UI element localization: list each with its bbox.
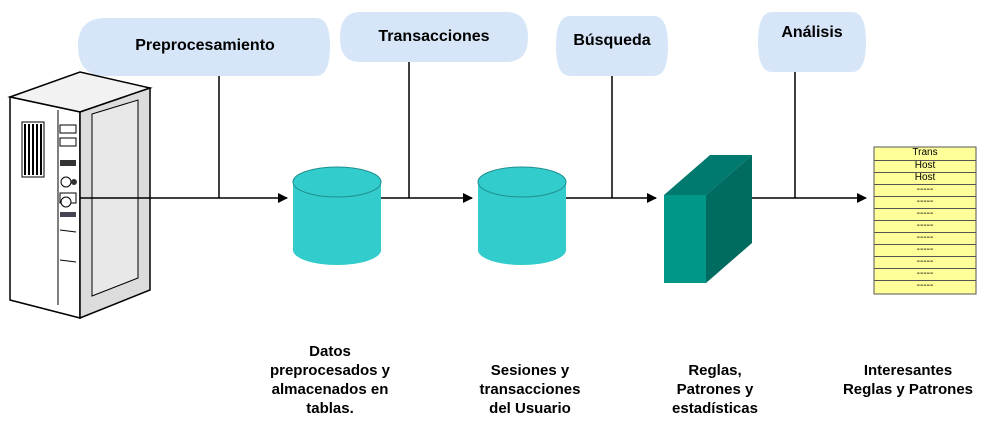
stage-bubble-busqueda <box>556 16 668 76</box>
records-row: ----- <box>874 268 976 280</box>
caption-sesiones-line-3: del Usuario <box>489 400 571 417</box>
caption-reglas-line-3: estadísticas <box>672 400 758 417</box>
caption-reglas-line-1: Reglas, <box>688 362 742 379</box>
stage-label-analisis: Análisis <box>781 24 843 41</box>
caption-sesiones-line-1: Sesiones y <box>490 362 570 379</box>
records-row: ----- <box>874 220 976 232</box>
stage-bubble-transacciones <box>340 12 528 62</box>
stage-label-busqueda: Búsqueda <box>573 32 651 49</box>
records-row: ----- <box>874 184 976 196</box>
records-row: ----- <box>874 196 976 208</box>
records-row: Host <box>874 172 976 184</box>
sesiones-cylinder-icon <box>477 166 567 265</box>
records-row: ----- <box>874 208 976 220</box>
caption-sesiones-line-2: transacciones <box>479 381 581 398</box>
records-row: ----- <box>874 280 976 292</box>
caption-datos-line-3: almacenados en <box>271 381 389 398</box>
server-icon <box>7 71 153 320</box>
stage-label-preprocesamiento: Preprocesamiento <box>135 37 275 54</box>
stage-bubble-analisis <box>758 12 866 72</box>
caption-datos-line-2: preprocesados y <box>269 362 391 379</box>
caption-reglas: Reglas, Patrones y estadísticas <box>645 361 785 418</box>
caption-sesiones: Sesiones y transacciones del Usuario <box>455 361 605 418</box>
caption-datos: Datos preprocesados y almacenados en tab… <box>240 342 420 418</box>
caption-datos-line-4: tablas. <box>306 400 354 417</box>
records-row: ----- <box>874 256 976 268</box>
records-row: Host <box>874 160 976 172</box>
records-row: ----- <box>874 232 976 244</box>
caption-interesantes-line-1: Interesantes <box>863 362 953 379</box>
reglas-cube-icon <box>664 155 752 283</box>
caption-reglas-line-2: Patrones y <box>676 381 754 398</box>
records-row: Trans <box>912 147 938 158</box>
stage-label-transacciones: Transacciones <box>378 28 490 45</box>
caption-interesantes: Interesantes Reglas y Patrones <box>828 361 988 399</box>
stage-bubble-preprocesamiento <box>78 18 330 76</box>
caption-interesantes-line-2: Reglas y Patrones <box>842 381 974 398</box>
caption-datos-line-1: Datos <box>309 343 351 360</box>
records-row: ----- <box>874 244 976 256</box>
datos-cylinder-icon <box>292 166 382 265</box>
